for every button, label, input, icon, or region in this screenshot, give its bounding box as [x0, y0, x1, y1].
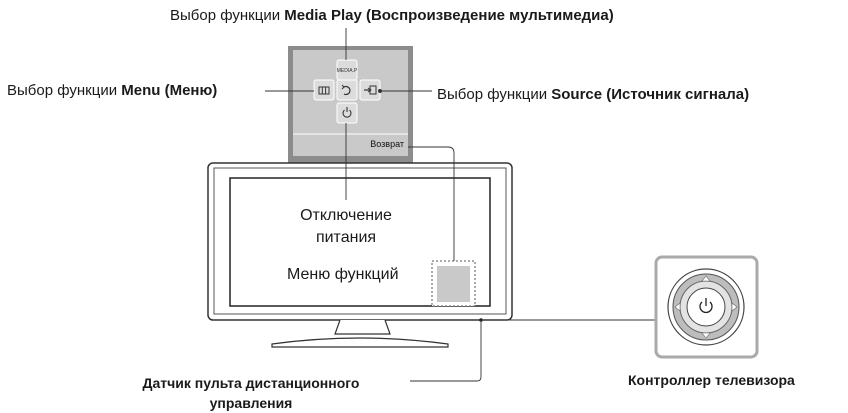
- power-off-line1: Отключение: [300, 207, 392, 224]
- source-icon: [364, 85, 377, 95]
- remote-sensor-label: Датчик пульта дистанционного управления: [95, 373, 407, 413]
- tv-set: [207, 162, 513, 348]
- menu-label: Выбор функции Menu (Меню): [7, 82, 218, 99]
- function-menu-label: Меню функций: [287, 266, 399, 283]
- function-menu-box: [437, 266, 470, 302]
- controller-power-icon: [699, 298, 713, 314]
- return-label: Возврат: [370, 139, 404, 149]
- remote-sensor-line1: Датчик пульта дистанционного: [142, 375, 360, 391]
- power-icon: [342, 107, 352, 118]
- tv-controller-label: Контроллер телевизора: [628, 372, 795, 388]
- remote-sensor-line2: управления: [209, 395, 293, 411]
- power-button: [336, 102, 358, 124]
- menu-button: [313, 79, 335, 101]
- control-panel: MEDIA.P Возврат: [288, 46, 413, 164]
- power-off-label: Отключение питания: [280, 205, 412, 249]
- return-button: [336, 79, 358, 101]
- tv-controller: [654, 255, 759, 359]
- source-label: Выбор функции Source (Источник сигнала): [437, 86, 750, 103]
- power-off-line2: питания: [315, 229, 377, 246]
- media-play-label: Выбор функции Media Play (Воспроизведени…: [170, 7, 614, 24]
- menu-icon: [318, 86, 330, 95]
- return-icon: [341, 84, 351, 96]
- media-button-label: MEDIA.P: [337, 68, 358, 74]
- leader-lines: [265, 28, 656, 382]
